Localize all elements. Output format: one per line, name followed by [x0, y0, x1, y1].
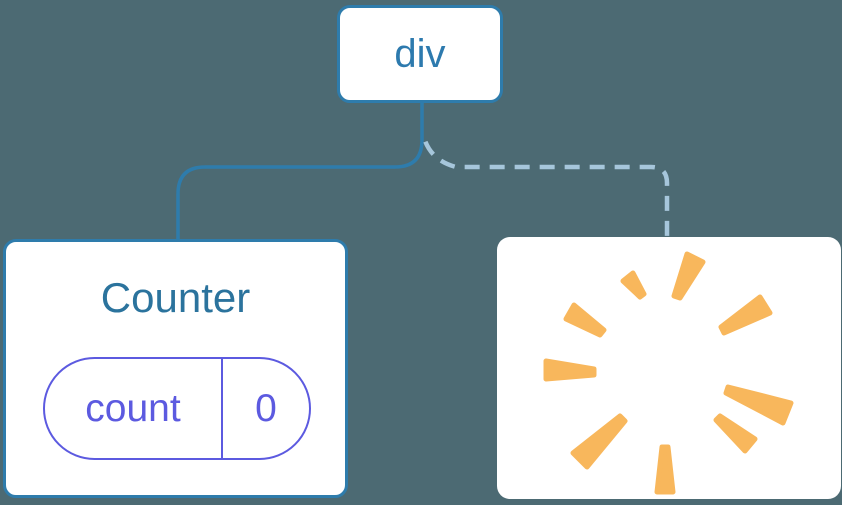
state-key-label: count [85, 386, 181, 430]
burst-ray [654, 444, 676, 495]
burst-ray [718, 294, 773, 336]
poof-burst-icon [543, 251, 794, 495]
burst-ray [723, 384, 794, 426]
component-title: Counter [100, 274, 251, 321]
root-node-label: div [394, 31, 446, 76]
tree-node-div: div [337, 5, 503, 103]
connector-dashed [420, 133, 670, 236]
burst-ray [620, 270, 647, 300]
state-pill: count 0 [43, 357, 311, 460]
connector-solid [176, 100, 424, 240]
burst-ray [713, 413, 758, 454]
burst-ray [570, 413, 628, 470]
burst-ray [543, 358, 597, 382]
tree-node-removed [497, 237, 841, 499]
tree-node-counter: Counter count 0 [3, 239, 348, 498]
state-value-label: 0 [221, 359, 309, 458]
burst-ray [563, 302, 607, 338]
burst-ray [671, 251, 706, 301]
